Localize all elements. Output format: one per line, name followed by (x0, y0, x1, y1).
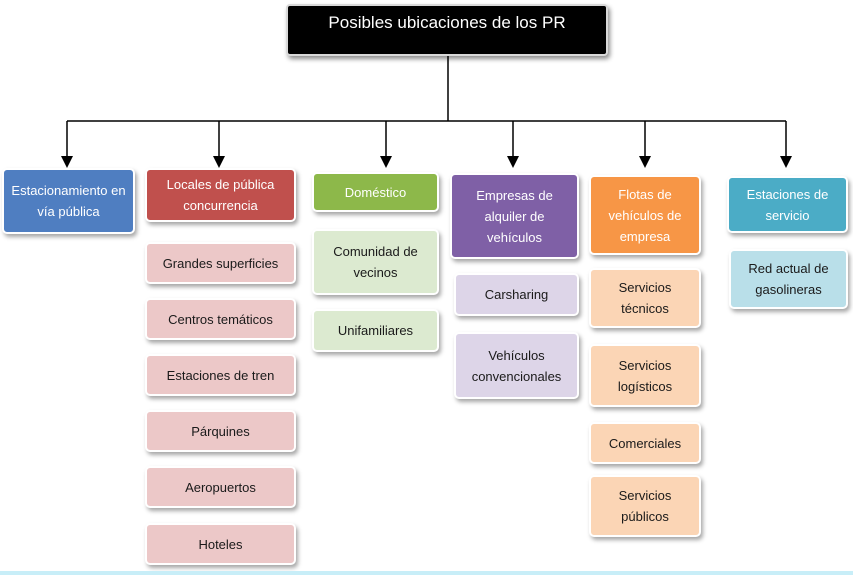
item-label: Grandes superficies (162, 255, 279, 271)
item-grandes-superficies: Grandes superficies (145, 242, 296, 284)
item-servicios-tecnicos: Servicios técnicos (589, 268, 701, 328)
item-label: Aeropuertos (185, 479, 256, 495)
category-label: Doméstico (344, 184, 407, 200)
item-centros-tematicos: Centros temáticos (145, 298, 296, 340)
item-hoteles: Hoteles (145, 523, 296, 565)
item-servicios-publicos: Servicios públicos (589, 475, 701, 537)
category-label: Flotas de vehículos de empresa (608, 186, 682, 244)
category-label: Estacionamiento en vía pública (11, 183, 126, 219)
bottom-divider (0, 571, 853, 575)
item-label: Vehículos convencionales (471, 347, 562, 384)
item-label: Centros temáticos (168, 311, 273, 327)
item-red-gasolineras: Red actual de gasolineras (729, 249, 848, 309)
item-parquines: Párquines (145, 410, 296, 452)
item-label: Servicios públicos (618, 488, 672, 524)
category-domestico: Doméstico (312, 172, 439, 212)
item-carsharing: Carsharing (454, 273, 579, 316)
item-vehiculos-convencionales: Vehículos convencionales (454, 332, 579, 399)
item-comerciales: Comerciales (589, 422, 701, 464)
item-label: Servicios logísticos (617, 357, 673, 394)
item-aeropuertos: Aeropuertos (145, 466, 296, 508)
diagram-title-box: Posibles ubicaciones de los PR (286, 4, 608, 56)
item-label: Servicios técnicos (618, 280, 672, 316)
category-empresas-alquiler: Empresas de alquiler de vehículos (450, 173, 579, 259)
item-label: Carsharing (484, 287, 549, 302)
item-servicios-logisticos: Servicios logísticos (589, 344, 701, 407)
category-locales: Locales de pública concurrencia (145, 168, 296, 222)
category-estaciones-servicio: Estaciones de servicio (727, 176, 848, 233)
item-comunidad-vecinos: Comunidad de vecinos (312, 229, 439, 295)
item-estaciones-tren: Estaciones de tren (145, 354, 296, 396)
category-flotas: Flotas de vehículos de empresa (589, 175, 701, 255)
item-label: Comerciales (608, 435, 682, 451)
item-label: Hoteles (198, 536, 243, 552)
item-unifamiliares: Unifamiliares (312, 309, 439, 352)
item-label: Comunidad de vecinos (333, 244, 418, 280)
item-label: Unifamiliares (337, 323, 414, 338)
item-label: Red actual de gasolineras (748, 261, 829, 297)
diagram-title: Posibles ubicaciones de los PR (328, 13, 566, 32)
category-label: Estaciones de servicio (746, 186, 829, 223)
category-label: Empresas de alquiler de vehículos (476, 187, 553, 245)
item-label: Párquines (191, 423, 250, 439)
item-label: Estaciones de tren (166, 367, 275, 383)
category-label: Locales de pública concurrencia (166, 177, 275, 213)
category-estacionamiento: Estacionamiento en vía pública (2, 168, 135, 234)
